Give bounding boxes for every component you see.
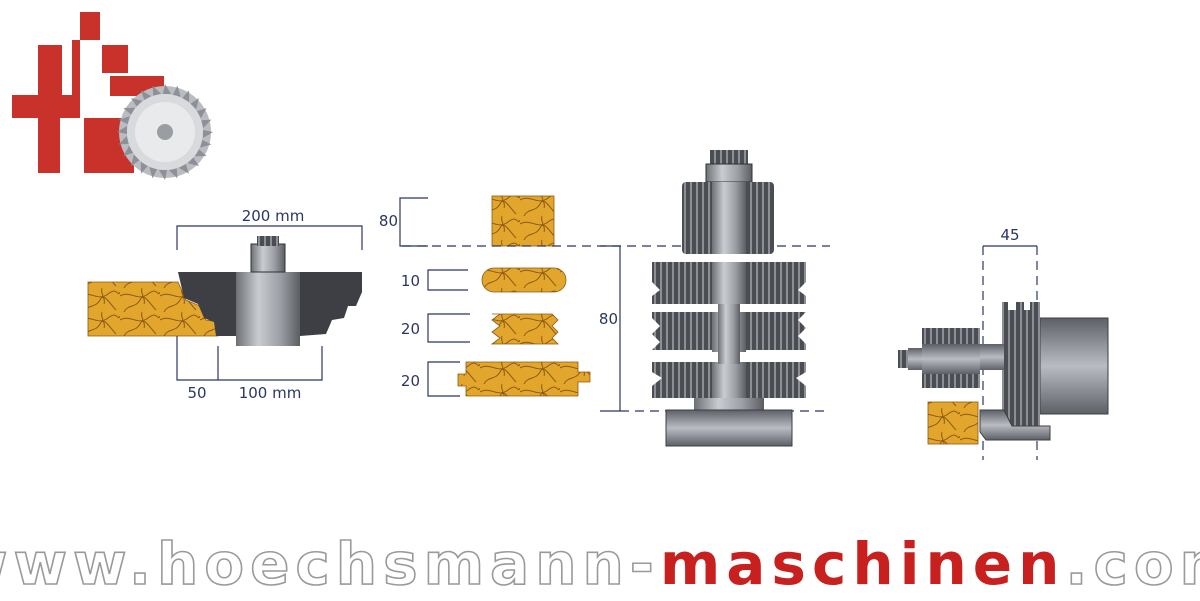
cutter-stack-diagram: 80 xyxy=(402,150,830,447)
url-prefix: www.hoechsmann- xyxy=(0,530,660,598)
side-fence xyxy=(979,409,1051,441)
profile-groove-20 xyxy=(457,361,591,397)
width-label: 200 mm xyxy=(242,207,305,225)
stack-height-label: 80 xyxy=(599,310,618,328)
profile-block-80 xyxy=(491,195,555,247)
company-logo xyxy=(12,12,213,180)
side-spindle xyxy=(978,344,1004,370)
spindle-housing xyxy=(1039,317,1109,415)
profile-label-20a: 20 xyxy=(401,320,420,338)
url-highlight: maschinen xyxy=(660,530,1066,598)
side-nut xyxy=(908,348,922,370)
width-45-label: 45 xyxy=(1000,226,1019,244)
saw-blade-icon xyxy=(117,84,213,180)
bore-label: 100 mm xyxy=(239,384,302,402)
stack-spindle-cap xyxy=(710,150,748,164)
side-cutter-hub xyxy=(922,344,980,374)
wood-workpiece xyxy=(87,281,219,337)
profile-label-20b: 20 xyxy=(401,372,420,390)
profile-label-10: 10 xyxy=(401,272,420,290)
side-view-diagram: 45 xyxy=(898,226,1109,460)
logo-h-shape xyxy=(12,12,100,173)
stack-spindle xyxy=(718,304,740,364)
side-cutter-disc xyxy=(1002,302,1040,426)
stack-nut xyxy=(705,163,753,183)
url-suffix: .com xyxy=(1065,530,1200,598)
profile-bracket-20a xyxy=(427,313,470,343)
side-workpiece xyxy=(927,401,979,445)
dimension-line-width xyxy=(176,225,363,250)
stack-cutter-3-hub xyxy=(712,362,746,398)
profile-rounded-10 xyxy=(481,267,567,293)
side-cap xyxy=(898,350,908,368)
spindle-cap xyxy=(257,236,279,246)
logo-bar xyxy=(102,45,128,73)
svg-text:www.hoechsmann-maschinen.com: www.hoechsmann-maschinen.com xyxy=(0,530,1200,598)
website-banner: www.hoechsmann-maschinen.com xyxy=(0,529,1200,598)
dimension-line-stack xyxy=(600,245,621,412)
spindle-nut xyxy=(250,243,286,273)
profile-samples: 80 10 20 20 xyxy=(379,195,591,397)
stack-top-hub xyxy=(712,182,746,254)
profile-bracket-80 xyxy=(399,197,428,247)
dimension-line-offset xyxy=(176,336,219,381)
profile-bracket-10 xyxy=(427,269,468,291)
dimension-line-bore xyxy=(218,346,323,381)
profile-bracket-20b xyxy=(427,361,460,397)
stack-table xyxy=(665,409,793,447)
stack-collar xyxy=(694,398,764,412)
offset-label: 50 xyxy=(187,384,206,402)
profile-tongue-20 xyxy=(490,313,559,345)
stack-cutter-1-hub xyxy=(712,262,746,304)
cutter-hub xyxy=(236,272,300,346)
profile-cutter-diagram: 200 mm 50 100 mm xyxy=(87,207,363,402)
profile-label-80: 80 xyxy=(379,212,398,230)
